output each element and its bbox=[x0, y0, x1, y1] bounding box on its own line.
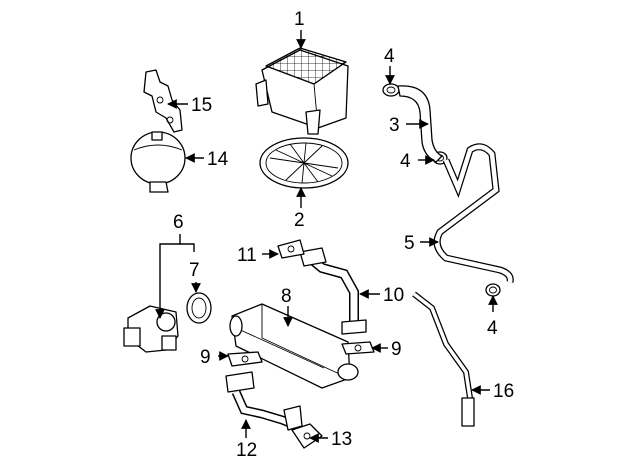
leader-6-right bbox=[180, 243, 195, 252]
part-7-o-ring bbox=[186, 292, 212, 324]
callout-10: 10 bbox=[383, 285, 404, 306]
part-9-gasket-left bbox=[227, 351, 263, 367]
callout-9-left: 9 bbox=[200, 347, 211, 368]
part-4-clamp-top bbox=[382, 83, 400, 97]
leader-lines bbox=[155, 30, 498, 443]
part-15-bracket bbox=[143, 69, 183, 133]
callout-16: 16 bbox=[493, 381, 514, 402]
part-1-air-filter-housing bbox=[255, 47, 349, 135]
part-2-gasket bbox=[259, 137, 349, 189]
callout-3: 3 bbox=[389, 115, 400, 136]
part-6-valve bbox=[123, 305, 179, 353]
part-10-pipe bbox=[299, 247, 367, 335]
part-9-gasket-right bbox=[341, 341, 375, 355]
part-5-pipe bbox=[433, 143, 514, 283]
part-14-reservoir bbox=[130, 131, 186, 193]
part-3-hose bbox=[397, 85, 443, 163]
callout-15: 15 bbox=[191, 95, 212, 116]
leader-6-left bbox=[155, 234, 181, 319]
part-11-gasket bbox=[277, 239, 305, 259]
callout-11: 11 bbox=[237, 245, 257, 266]
callout-4-top: 4 bbox=[384, 46, 395, 67]
callout-8: 8 bbox=[281, 286, 292, 307]
callout-4-bottom: 4 bbox=[487, 318, 498, 339]
callout-9-right: 9 bbox=[391, 339, 402, 360]
callout-1: 1 bbox=[294, 9, 305, 30]
callout-5: 5 bbox=[404, 233, 415, 254]
part-12-pipe bbox=[225, 371, 303, 431]
callout-4-middle: 4 bbox=[400, 151, 411, 172]
callout-labels: 1 2 3 4 4 4 5 6 7 8 9 9 10 11 12 13 14 1… bbox=[173, 9, 514, 461]
callout-13: 13 bbox=[331, 429, 352, 450]
callout-2: 2 bbox=[294, 210, 305, 231]
part-8-cooler bbox=[229, 303, 359, 389]
callout-6: 6 bbox=[173, 212, 184, 233]
callout-7: 7 bbox=[189, 260, 200, 281]
part-4-clamp-bottom bbox=[485, 283, 501, 297]
callout-12: 12 bbox=[236, 440, 257, 461]
callout-14: 14 bbox=[207, 149, 229, 170]
part-16-sensor bbox=[412, 291, 475, 427]
